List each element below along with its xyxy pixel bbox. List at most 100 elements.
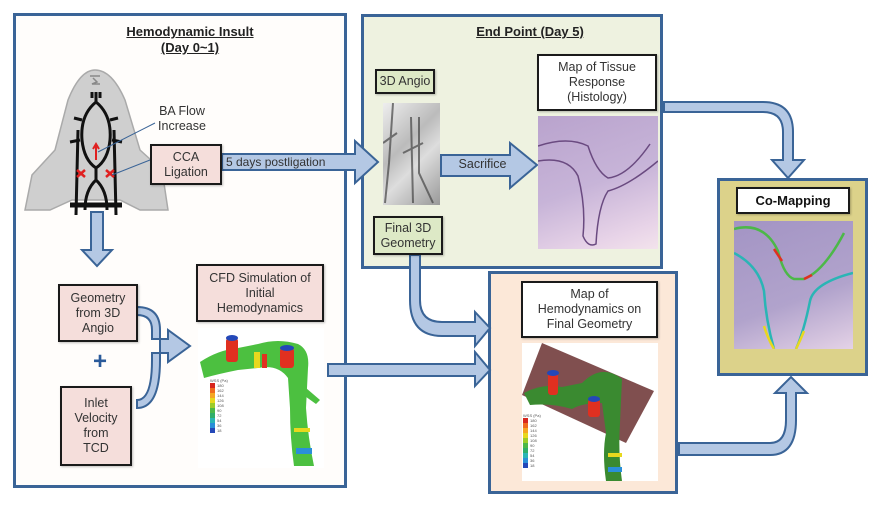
legend-value: 36 — [530, 458, 535, 463]
postligation-arrow — [221, 138, 380, 186]
legend-swatch — [523, 418, 528, 423]
legend-entry: 126 — [210, 398, 228, 403]
legend-value: 162 — [530, 423, 537, 428]
final-3d-geometry-box: Final 3D Geometry — [373, 216, 443, 255]
legend-swatch — [523, 423, 528, 428]
final-geometry-arrow — [409, 254, 492, 349]
legend-entry: 108 — [210, 403, 228, 408]
legend-swatch — [210, 408, 215, 413]
legend-entry: 90 — [210, 408, 228, 413]
legend-value: 144 — [217, 393, 224, 398]
inlet-velocity-box: Inlet Velocity from TCD — [60, 386, 132, 466]
3d-angio-image — [382, 102, 440, 205]
legend-value: 162 — [217, 388, 224, 393]
legend-swatch — [523, 433, 528, 438]
legend-value: 180 — [217, 383, 224, 388]
legend-entry: 144 — [210, 393, 228, 398]
legend-entry: 18 — [523, 463, 541, 468]
legend-swatch — [523, 458, 528, 463]
legend-swatch — [210, 388, 215, 393]
tissue-to-comap-arrow — [663, 101, 807, 180]
legend-entry: 162 — [210, 388, 228, 393]
legend-value: 126 — [530, 433, 537, 438]
ba-flow-increase-label: BA Flow Increase — [158, 104, 206, 133]
legend-swatch — [523, 448, 528, 453]
legend-entry: 162 — [523, 423, 541, 428]
sacrifice-label: Sacrifice — [458, 157, 507, 171]
legend-swatch — [523, 453, 528, 458]
mouse-silhouette — [24, 69, 169, 211]
plus-sign: + — [92, 348, 107, 375]
legend-value: 108 — [217, 403, 224, 408]
legend-value: 90 — [530, 443, 535, 448]
histology-image — [537, 116, 659, 249]
merge-arrow — [136, 305, 192, 410]
legend-title: WSS (Pa) — [523, 413, 541, 418]
3d-angio-box: 3D Angio — [375, 69, 435, 94]
hemodynamics-map-title-box: Map of Hemodynamics on Final Geometry — [521, 281, 658, 338]
legend-value: 180 — [530, 418, 537, 423]
legend-value: 54 — [530, 453, 535, 458]
sacrifice-arrow — [440, 140, 539, 191]
cfd-to-map-arrow — [327, 349, 492, 389]
mouse-nose-icon — [90, 75, 100, 85]
co-mapping-image — [733, 221, 854, 350]
legend-entry: 90 — [523, 443, 541, 448]
legend-swatch — [210, 428, 215, 433]
vessel-tree — [69, 92, 123, 216]
geometry-from-angio-box: Geometry from 3D Angio — [58, 284, 138, 342]
legend-entry: 54 — [210, 418, 228, 423]
cca-pointer-line — [111, 159, 151, 176]
cfd-vessel-render — [200, 335, 320, 466]
legend-entry: 108 — [523, 438, 541, 443]
insult-title-line1: Hemodynamic Insult — [126, 24, 254, 39]
ligation-mark-left — [76, 169, 86, 178]
histology-vessel-outline — [537, 140, 659, 246]
cfd-initial-hemodynamics-image — [198, 328, 324, 468]
end-point-title: End Point (Day 5) — [476, 24, 584, 39]
insult-title: Hemodynamic Insult (Day 0~1) — [100, 24, 280, 56]
legend-swatch — [210, 383, 215, 388]
legend-value: 18 — [217, 428, 222, 433]
cca-ligation-box: CCA Ligation — [150, 144, 222, 185]
ba-flow-red-arrow — [92, 142, 100, 160]
legend-entry: 72 — [523, 448, 541, 453]
co-mapping-vessel-overlay — [733, 226, 854, 350]
legend-entry: 72 — [210, 413, 228, 418]
legend-entry: 54 — [523, 453, 541, 458]
legend-entry: 18 — [210, 428, 228, 433]
hemodynamics-final-geometry-image — [522, 343, 658, 481]
hemo-final-render — [522, 343, 654, 481]
legend-value: 72 — [217, 413, 222, 418]
cfd-simulation-box: CFD Simulation of Initial Hemodynamics — [196, 264, 324, 322]
legend-swatch — [210, 398, 215, 403]
angio-vessels — [382, 102, 434, 204]
legend-value: 54 — [217, 418, 222, 423]
legend-value: 72 — [530, 448, 535, 453]
legend-swatch — [523, 438, 528, 443]
legend-swatch — [523, 443, 528, 448]
down-arrow-insult — [79, 211, 115, 268]
legend-swatch — [523, 463, 528, 468]
legend-title: WSS (Pa) — [210, 378, 228, 383]
legend-swatch — [210, 418, 215, 423]
legend-entry: 36 — [210, 423, 228, 428]
legend-swatch — [210, 393, 215, 398]
map-to-comap-arrow — [678, 375, 810, 456]
legend-value: 36 — [217, 423, 222, 428]
legend-entry: 36 — [523, 458, 541, 463]
legend-entry: 144 — [523, 428, 541, 433]
legend-swatch — [523, 428, 528, 433]
legend-swatch — [210, 403, 215, 408]
ba-flow-pointer-line — [97, 122, 156, 153]
ligation-mark-right — [105, 169, 115, 178]
legend-entry: 180 — [523, 418, 541, 423]
co-mapping-title-box: Co-Mapping — [736, 187, 850, 214]
legend-swatch — [210, 413, 215, 418]
tissue-response-box: Map of Tissue Response (Histology) — [537, 54, 657, 111]
legend-entry: 126 — [523, 433, 541, 438]
